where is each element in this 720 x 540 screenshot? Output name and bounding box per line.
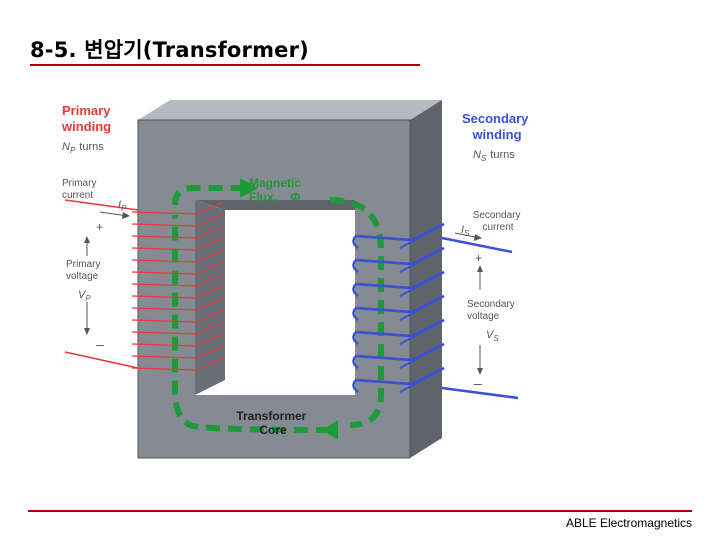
- primary-coil-wrap: [195, 237, 225, 251]
- primary-coil-wrap: [195, 309, 225, 323]
- secondary-coil-wrap: [399, 271, 445, 297]
- secondary-coil-wrap: [399, 295, 445, 321]
- secondary-coil-wrap: [399, 367, 445, 393]
- primary-lead-top: [64, 199, 139, 211]
- primary-coil-wrap: [195, 249, 225, 263]
- page-title: 8-5. 변압기(Transformer): [30, 38, 309, 62]
- secondary-winding-label: Secondary winding: [462, 111, 532, 142]
- transformer-core-label: Transformer Core: [236, 409, 309, 437]
- secondary-coil-loop: [352, 379, 359, 393]
- primary-coil-turn: [131, 259, 197, 263]
- primary-coil-wrap: [195, 273, 225, 287]
- primary-coil-wrap: [195, 297, 225, 311]
- primary-coil-wrap: [195, 285, 225, 299]
- secondary-current-arrowhead: [474, 234, 482, 241]
- primary-voltage-label: Primary voltage: [66, 259, 103, 282]
- primary-voltage-arrowhead-up: [84, 236, 90, 243]
- primary-winding: [131, 201, 225, 371]
- core-right-face: [410, 100, 442, 458]
- core-top-face: [138, 100, 442, 120]
- secondary-voltage-arrowhead-down: [477, 368, 483, 375]
- primary-coil-turn: [131, 367, 197, 371]
- is-label: IS: [461, 224, 470, 238]
- primary-coil-turn: [131, 355, 197, 359]
- primary-coil-turn: [131, 343, 197, 347]
- primary-coil-turn: [131, 283, 197, 287]
- secondary-lead-top: [441, 236, 513, 254]
- primary-coil-wrap: [195, 225, 225, 239]
- magnetic-flux-path: [172, 178, 384, 440]
- core-front-face: [138, 120, 410, 458]
- secondary-coil-wrap: [399, 319, 445, 345]
- primary-coil-turn: [131, 223, 197, 227]
- vs-label: VS: [486, 329, 499, 343]
- secondary-coil-loop: [352, 307, 359, 321]
- magnetic-flux-label: Magnetic Flux, Φ: [249, 176, 304, 204]
- secondary-coil-loop: [352, 355, 359, 369]
- vp-label: VP: [78, 289, 91, 303]
- title-underline: [30, 64, 420, 66]
- secondary-coil-wrap: [399, 223, 445, 249]
- primary-lead-bottom: [64, 351, 139, 369]
- secondary-coil-loop: [352, 259, 359, 273]
- secondary-coil-loop: [352, 283, 359, 297]
- primary-current-label: Primary current: [62, 178, 99, 201]
- primary-coil-wrap: [195, 345, 225, 359]
- flux-arrow-top: [240, 178, 258, 198]
- primary-current-arrowhead: [122, 212, 130, 219]
- primary-coil-turn: [131, 247, 197, 251]
- primary-coil-wrap: [195, 357, 225, 371]
- core-window-back: [225, 210, 355, 395]
- primary-coil-wrap: [195, 333, 225, 347]
- primary-coil-wrap: [195, 261, 225, 275]
- core-window-inner-left: [195, 200, 225, 395]
- primary-coil-turn: [131, 331, 197, 335]
- primary-coil-turn: [131, 295, 197, 299]
- ip-label: IP: [118, 199, 127, 213]
- secondary-coil-wrap: [399, 247, 445, 273]
- primary-coil-turn: [131, 211, 197, 215]
- primary-coil-turn: [131, 235, 197, 239]
- primary-minus-sign: –: [96, 336, 104, 352]
- secondary-lead-bottom: [441, 386, 519, 400]
- primary-coil-wrap: [195, 201, 225, 215]
- core-window-inner-top: [195, 200, 355, 210]
- secondary-minus-sign: –: [474, 375, 482, 391]
- secondary-coil-loop: [352, 235, 359, 249]
- primary-coil-wrap: [195, 321, 225, 335]
- primary-plus-sign: +: [96, 220, 103, 234]
- secondary-plus-sign: +: [475, 251, 482, 265]
- secondary-coil-wrap: [399, 343, 445, 369]
- primary-coil-wrap: [195, 213, 225, 227]
- secondary-coil-loop: [352, 331, 359, 345]
- secondary-winding: [352, 222, 445, 393]
- primary-coil-turn: [131, 307, 197, 311]
- primary-coil-turn: [131, 319, 197, 323]
- transformer-core: [137, 100, 442, 459]
- flux-arrow-bottom: [322, 420, 338, 440]
- footer-rule: [28, 510, 692, 512]
- secondary-current-label: Secondary current: [473, 210, 524, 233]
- primary-coil-turn: [131, 271, 197, 275]
- footer-text: ABLE Electromagnetics: [565, 516, 692, 530]
- secondary-voltage-arrowhead-up: [477, 265, 483, 272]
- primary-winding-label: Primary winding: [61, 103, 114, 134]
- secondary-voltage-label: Secondary voltage: [467, 299, 518, 322]
- primary-voltage-arrowhead-down: [84, 328, 90, 335]
